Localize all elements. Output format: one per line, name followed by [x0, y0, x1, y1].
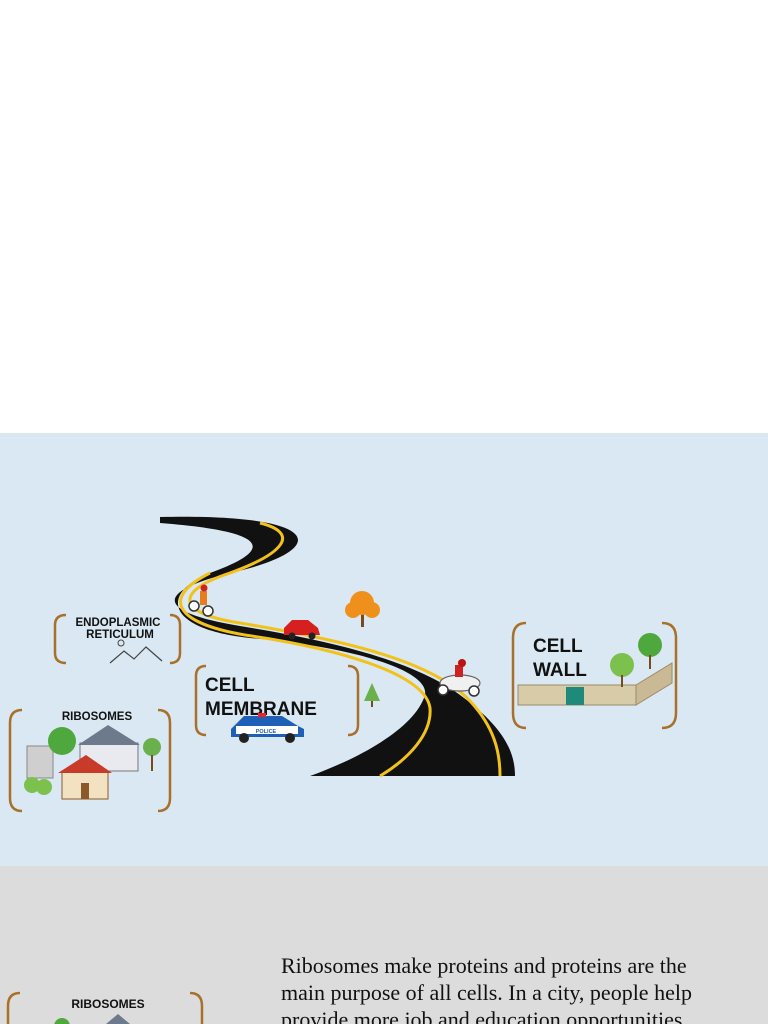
ribosomes-description: Ribosomes make proteins and proteins are…: [281, 953, 692, 1024]
city-analogy-diagram: ENDOPLASMIC RETICULUM RIBOSOMES: [0, 433, 768, 866]
orange-tree-icon: [345, 591, 380, 627]
house-roof-icon: [106, 1014, 130, 1024]
mountains-icon: [109, 639, 163, 664]
city-houses-icon: [24, 725, 161, 800]
cell-membrane-line2: MEMBRANE: [205, 699, 317, 720]
cell-wall-line2: WALL: [533, 660, 587, 681]
tree-icon: [54, 1018, 70, 1024]
winding-road: [160, 516, 515, 778]
blank-top-panel: [0, 0, 768, 433]
ribosomes-label-group: RIBOSOMES: [8, 708, 172, 813]
ribosomes-label: RIBOSOMES: [62, 711, 133, 723]
motorcycle-icon: [437, 659, 481, 697]
ribosomes-bottom-label: RIBOSOMES: [71, 997, 144, 1011]
police-text: POLICE: [256, 729, 277, 735]
endoplasmic-line2: RETICULUM: [86, 629, 154, 641]
text-panel: RIBOSOMES Ribosomes make proteins and pr…: [0, 866, 768, 1024]
police-car-icon: POLICE: [231, 713, 304, 743]
cell-wall-label-group: CELL WALL: [511, 621, 678, 730]
small-green-tree-icon: [364, 683, 380, 707]
red-car-icon: [284, 620, 320, 640]
cell-membrane-line1: CELL: [205, 675, 255, 696]
ribosomes-thumbnail: RIBOSOMES: [6, 991, 204, 1024]
cell-wall-line1: CELL: [533, 636, 583, 657]
diagram-canvas: ENDOPLASMIC RETICULUM RIBOSOMES: [8, 516, 678, 813]
endoplasmic-reticulum-label: ENDOPLASMIC RETICULUM: [53, 613, 182, 665]
cell-membrane-label-group: CELL MEMBRANE POLICE: [194, 664, 360, 743]
stone-wall-icon: [517, 633, 673, 706]
endoplasmic-line1: ENDOPLASMIC: [76, 617, 161, 629]
bicycle-rider-icon: [188, 584, 214, 617]
